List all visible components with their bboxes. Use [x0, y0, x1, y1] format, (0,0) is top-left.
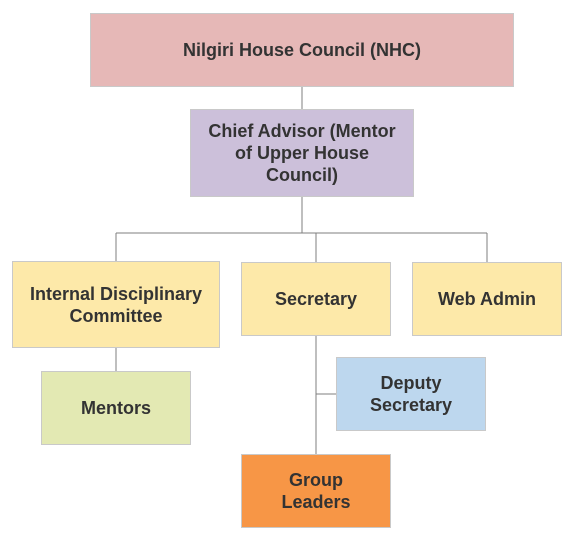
node-internal-disciplinary-committee: Internal Disciplinary Committee [12, 261, 220, 348]
node-secretary: Secretary [241, 262, 391, 336]
node-label: Group Leaders [281, 470, 351, 512]
node-label: Internal Disciplinary Committee [29, 283, 203, 326]
node-label: Secretary [274, 289, 358, 309]
node-label: Deputy Secretary [369, 373, 453, 415]
node-chief-advisor: Chief Advisor (Mentor of Upper House Cou… [190, 109, 414, 197]
node-label: Web Admin [438, 289, 536, 309]
node-nilgiri-house-council: Nilgiri House Council (NHC) [90, 13, 514, 87]
node-web-admin: Web Admin [412, 262, 562, 336]
node-label: Chief Advisor (Mentor of Upper House Cou… [208, 121, 396, 185]
node-group-leaders: Group Leaders [241, 454, 391, 528]
node-label: Nilgiri House Council (NHC) [183, 40, 421, 60]
node-mentors: Mentors [41, 371, 191, 445]
node-label: Mentors [80, 398, 151, 418]
node-deputy-secretary: Deputy Secretary [336, 357, 486, 431]
